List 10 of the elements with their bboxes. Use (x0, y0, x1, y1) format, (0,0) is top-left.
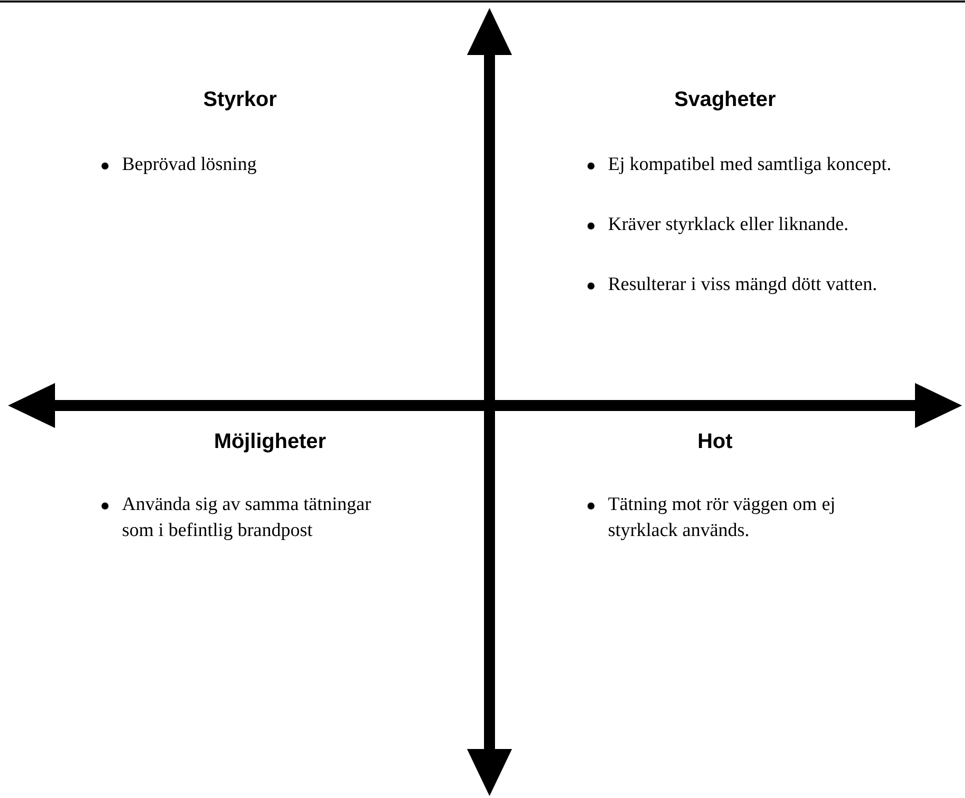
quadrant-heading: Styrkor (202, 88, 278, 112)
bullet-text: Kräver styrklack eller liknande. (608, 213, 850, 237)
quadrant-heading: Svagheter (673, 88, 777, 112)
bullet-text: Använda sig av samma tätningar som i befintlig brandpost (122, 493, 372, 543)
bullet-text: Ej kompatibel med samtliga koncept. (608, 153, 892, 177)
bullet-text: Tätning mot rör väggen om ej styrklack används. (608, 493, 836, 543)
quadrant-heading: Hot (696, 430, 734, 454)
bullet-text: Beprövad lösning (122, 153, 258, 177)
quadrant-heading: Möjligheter (212, 430, 327, 454)
bullet-text: Resulterar i viss mängd dött vatten. (608, 273, 878, 297)
